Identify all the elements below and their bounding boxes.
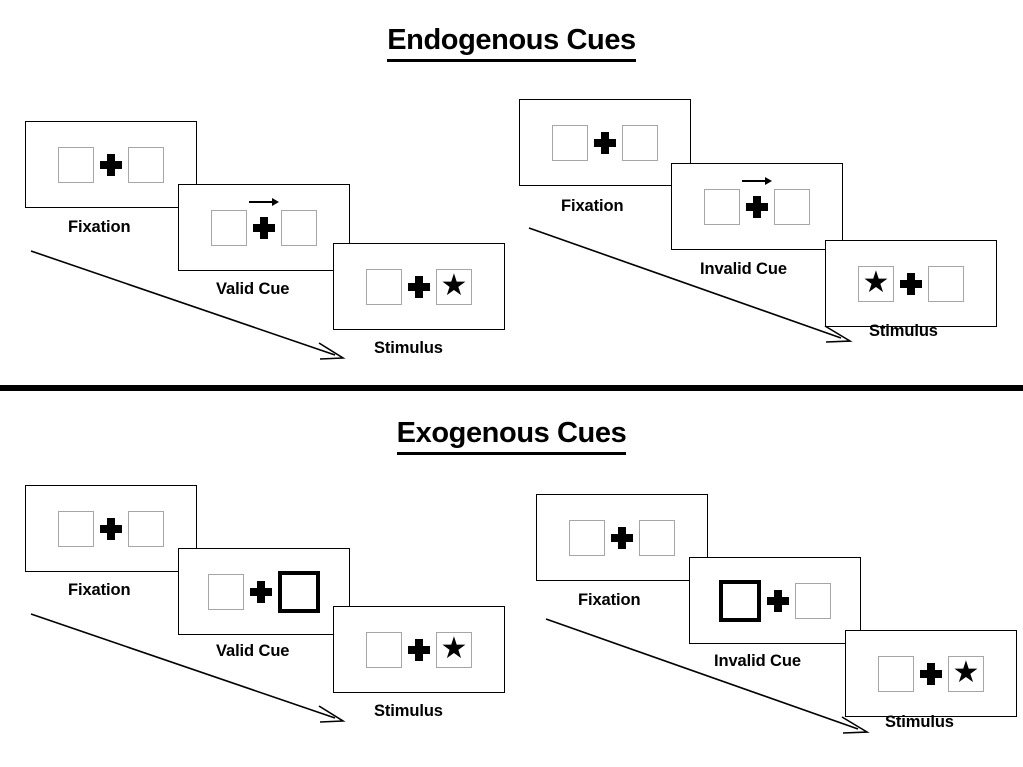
cross-horizontal	[253, 223, 275, 232]
fixation-cross-icon	[894, 266, 928, 302]
placeholder-box-right	[622, 124, 658, 161]
cued-box-right	[278, 570, 320, 613]
target-box-right: ★	[948, 655, 984, 692]
cross-horizontal	[408, 282, 430, 291]
star-icon: ★	[862, 265, 890, 299]
placeholder-box-right	[639, 519, 675, 556]
star-icon: ★	[440, 631, 468, 665]
frame-content	[58, 146, 164, 183]
section-title-endogenous: Endogenous Cues	[0, 24, 1023, 62]
placeholder-box-left	[366, 268, 402, 305]
section-title-exogenous: Exogenous Cues	[0, 417, 1023, 455]
placeholder-box-right	[774, 188, 810, 225]
target-box-right: ★	[436, 631, 472, 668]
fixation-cross-icon	[740, 176, 774, 225]
placeholder-box-left	[58, 146, 94, 183]
star-icon: ★	[952, 655, 980, 689]
placeholder-box-right	[128, 146, 164, 183]
frame-content	[704, 176, 810, 225]
placeholder-box-left	[704, 188, 740, 225]
cued-box-left	[719, 579, 761, 622]
stage-label-valid-cue: Valid Cue	[216, 280, 290, 298]
section-title-exogenous-text: Exogenous Cues	[396, 417, 627, 455]
fixation-cross-icon	[914, 656, 948, 692]
fixation-cross-icon	[588, 125, 622, 161]
cross-horizontal	[900, 279, 922, 288]
frame-content: ★	[366, 268, 472, 305]
frame-content	[569, 519, 675, 556]
cross-horizontal	[594, 138, 616, 147]
frame-content	[552, 124, 658, 161]
placeholder-box-left	[58, 510, 94, 547]
placeholder-box-left	[366, 631, 402, 668]
frame-exogenous-invalid-fixation	[536, 494, 708, 581]
cross-horizontal	[408, 645, 430, 654]
stage-label-invalid-cue: Invalid Cue	[714, 652, 801, 670]
stage-label-invalid-cue: Invalid Cue	[700, 260, 787, 278]
target-box-right: ★	[436, 268, 472, 305]
star-icon: ★	[440, 268, 468, 302]
frame-content	[211, 197, 317, 246]
fixation-cross-icon	[247, 197, 281, 246]
cross-horizontal	[100, 524, 122, 533]
frame-content	[58, 510, 164, 547]
frame-endogenous-valid-fixation	[25, 121, 197, 208]
cross-horizontal	[920, 669, 942, 678]
fixation-cross-icon	[94, 511, 128, 547]
stage-label-fixation: Fixation	[68, 218, 131, 236]
cross-horizontal	[767, 596, 789, 605]
frame-content: ★	[858, 265, 964, 302]
stage-label-stimulus: Stimulus	[869, 322, 938, 340]
stage-label-valid-cue: Valid Cue	[216, 642, 290, 660]
placeholder-box-right	[795, 582, 831, 619]
placeholder-box-right	[281, 209, 317, 246]
cross-horizontal	[746, 202, 768, 211]
fixation-cross-icon	[244, 574, 278, 610]
frame-exogenous-invalid-stimulus: ★	[845, 630, 1017, 717]
stage-label-stimulus: Stimulus	[374, 702, 443, 720]
placeholder-box-right	[928, 265, 964, 302]
fixation-cross-icon	[761, 583, 795, 619]
stage-label-stimulus: Stimulus	[374, 339, 443, 357]
target-box-left: ★	[858, 265, 894, 302]
arrow-right-icon	[249, 197, 279, 206]
section-divider	[0, 385, 1023, 391]
placeholder-box-left	[552, 124, 588, 161]
placeholder-box-left	[569, 519, 605, 556]
fixation-cross-icon	[402, 632, 436, 668]
frame-endogenous-invalid-fixation	[519, 99, 691, 186]
frame-content: ★	[878, 655, 984, 692]
frame-exogenous-valid-fixation	[25, 485, 197, 572]
frame-endogenous-invalid-cue	[671, 163, 843, 250]
cross-horizontal	[611, 533, 633, 542]
cross-horizontal	[250, 587, 272, 596]
frame-endogenous-valid-stimulus: ★	[333, 243, 505, 330]
stage-label-stimulus: Stimulus	[885, 713, 954, 731]
stage-label-fixation: Fixation	[68, 581, 131, 599]
frame-exogenous-invalid-cue	[689, 557, 861, 644]
section-title-endogenous-text: Endogenous Cues	[387, 24, 636, 62]
frame-endogenous-valid-cue	[178, 184, 350, 271]
frame-exogenous-valid-cue	[178, 548, 350, 635]
stage-label-fixation: Fixation	[561, 197, 624, 215]
frame-content: ★	[366, 631, 472, 668]
placeholder-box-left	[208, 573, 244, 610]
placeholder-box-left	[211, 209, 247, 246]
frame-content	[208, 570, 320, 613]
placeholder-box-left	[878, 655, 914, 692]
placeholder-box-right	[128, 510, 164, 547]
cross-horizontal	[100, 160, 122, 169]
arrow-right-icon	[742, 176, 772, 185]
frame-content	[719, 579, 831, 622]
stage-label-fixation: Fixation	[578, 591, 641, 609]
frame-endogenous-invalid-stimulus: ★	[825, 240, 997, 327]
fixation-cross-icon	[94, 147, 128, 183]
fixation-cross-icon	[605, 520, 639, 556]
fixation-cross-icon	[402, 269, 436, 305]
frame-exogenous-valid-stimulus: ★	[333, 606, 505, 693]
